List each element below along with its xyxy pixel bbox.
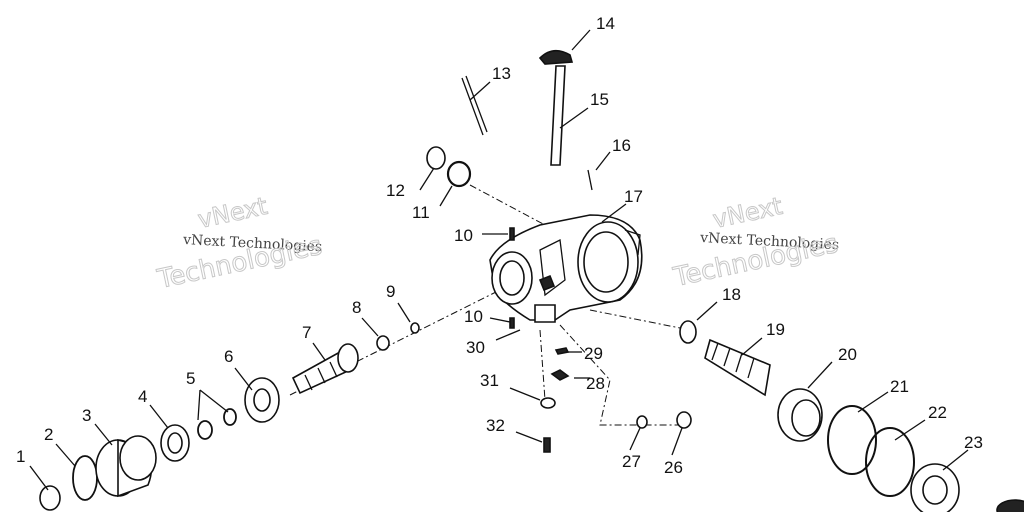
callout-27: 27 (622, 452, 641, 471)
callout-2: 2 (44, 425, 53, 444)
callout-5: 5 (186, 369, 195, 388)
callout-3: 3 (82, 406, 91, 425)
callout-18: 18 (722, 285, 741, 304)
lower-fasteners (540, 347, 692, 453)
o-ring-11 (446, 160, 472, 188)
cap-seal (426, 146, 446, 170)
callout-6: 6 (224, 347, 233, 366)
callout-7: 7 (302, 323, 311, 342)
watermark-right: vNext vNext Technologies Technologies (670, 191, 842, 293)
watermark-left-line2: vNext Technologies (182, 232, 323, 255)
callout-10-top: 10 (454, 226, 473, 245)
callout-22: 22 (928, 403, 947, 422)
callout-19: 19 (766, 320, 785, 339)
screw-10-top (509, 227, 515, 241)
callout-15: 15 (590, 90, 609, 109)
callout-10-bottom: 10 (464, 307, 483, 326)
callout-20: 20 (838, 345, 857, 364)
dowel-pin (587, 169, 593, 191)
callout-32: 32 (486, 416, 505, 435)
callout-1: 1 (16, 447, 25, 466)
callout-23: 23 (964, 433, 983, 452)
callout-12: 12 (386, 181, 405, 200)
callout-29: 29 (584, 344, 603, 363)
callout-31: 31 (480, 371, 499, 390)
callout-11: 11 (412, 203, 430, 222)
callout-13: 13 (492, 64, 511, 83)
callout-numbers: 1 2 3 4 5 6 7 8 9 10 10 11 12 13 14 15 1… (16, 14, 983, 477)
callout-16: 16 (612, 136, 631, 155)
leader-lines (29, 29, 969, 491)
left-shaft-assembly (39, 322, 420, 511)
retaining-wire (461, 75, 488, 136)
screw-10-bottom (509, 317, 515, 329)
gearcase-housing (489, 214, 643, 323)
callout-30: 30 (466, 338, 485, 357)
callout-28: 28 (586, 374, 605, 393)
callout-14: 14 (596, 14, 615, 33)
hose-clamp (538, 49, 574, 65)
vent-hose (550, 65, 566, 166)
right-shaft-assembly (679, 320, 1024, 512)
watermark-left: vNext vNext Technologies Technologies (154, 191, 326, 295)
watermark-right-line2: vNext Technologies (699, 230, 840, 253)
watermark-left-line1: vNext (195, 192, 269, 234)
callout-21: 21 (890, 377, 909, 396)
callout-8: 8 (352, 298, 361, 317)
callout-9: 9 (386, 282, 395, 301)
callout-4: 4 (138, 387, 147, 406)
callout-26: 26 (664, 458, 683, 477)
callout-17: 17 (624, 187, 643, 206)
watermark-right-line1: vNext (710, 192, 784, 234)
